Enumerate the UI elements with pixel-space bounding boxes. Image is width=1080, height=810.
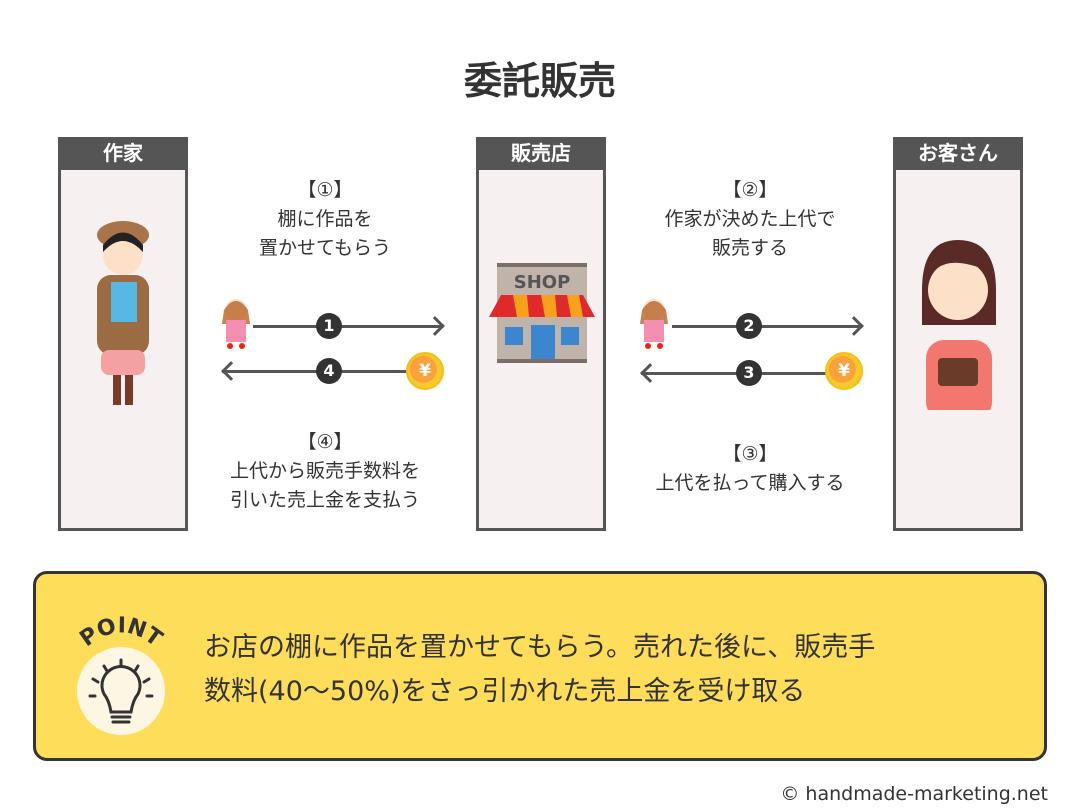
artist-header: 作家 [58, 137, 188, 170]
shop-illustration: SHOP [489, 263, 595, 363]
yen-coin-icon: ¥ [406, 352, 444, 390]
customer-illustration [922, 240, 996, 410]
step-1-line-1: 棚に作品を [277, 208, 373, 230]
artist-column: 作家 [58, 137, 188, 531]
doll-icon [640, 299, 668, 349]
customer-column: お客さん [893, 137, 1023, 531]
step-1-number-label: 【①】 [297, 179, 353, 201]
arrow-2-head [844, 316, 864, 336]
page-title: 委託販売 [463, 59, 616, 103]
step-2-badge: 2 [736, 313, 762, 339]
step-1-label: 【①】 棚に作品を 置かせてもらう [230, 176, 420, 263]
arrow-1 [253, 325, 443, 328]
step-2-label: 【②】 作家が決めた上代で 販売する [630, 176, 870, 263]
step-3-number-label: 【③】 [722, 443, 778, 465]
artist-illustration [97, 221, 149, 405]
shop-sign: SHOP [514, 272, 571, 293]
step-2-line-1: 作家が決めた上代で [664, 208, 836, 230]
point-text: お店の棚に作品を置かせてもらう。売れた後に、販売手 数料(40〜50%)をさっ引… [204, 626, 875, 714]
lightbulb-icon [88, 658, 154, 724]
point-line-1: お店の棚に作品を置かせてもらう。売れた後に、販売手 [204, 632, 876, 663]
step-1-line-2: 置かせてもらう [258, 237, 392, 259]
svg-text:POINT: POINT [76, 613, 167, 652]
point-badge: POINT [76, 613, 167, 735]
point-label: POINT [76, 613, 167, 652]
copyright: © handmade-marketing.net [780, 783, 1048, 805]
step-4-line-1: 上代から販売手数料を [229, 460, 420, 482]
point-box: POINT お店の棚に作品を置かせてもらう。売れた後に、販売手 数料(40〜50… [33, 571, 1047, 761]
step-4-label: 【④】 上代から販売手数料を 引いた売上金を支払う [200, 428, 450, 515]
arrow-4-head [221, 361, 241, 381]
yen-coin-icon: ¥ [825, 352, 863, 390]
shop-header: 販売店 [476, 137, 606, 170]
step-3-badge: 3 [736, 360, 762, 386]
doll-icon [222, 299, 250, 349]
step-4-line-2: 引いた売上金を支払う [229, 489, 420, 511]
arrow-3-head [640, 363, 660, 383]
step-3-label: 【③】 上代を払って購入する [630, 440, 870, 498]
customer-header: お客さん [893, 137, 1023, 170]
shop-column: 販売店 SHOP [476, 137, 606, 531]
step-4-number-label: 【④】 [297, 431, 353, 453]
step-2-number-label: 【②】 [722, 179, 778, 201]
arrow-2 [672, 325, 862, 328]
step-2-line-2: 販売する [711, 237, 788, 259]
arrow-1-head [425, 316, 445, 336]
point-line-2: 数料(40〜50%)をさっ引かれた売上金を受け取る [204, 676, 806, 707]
step-3-line-1: 上代を払って購入する [655, 472, 845, 494]
step-4-badge: 4 [316, 358, 342, 384]
step-1-badge: 1 [316, 313, 342, 339]
